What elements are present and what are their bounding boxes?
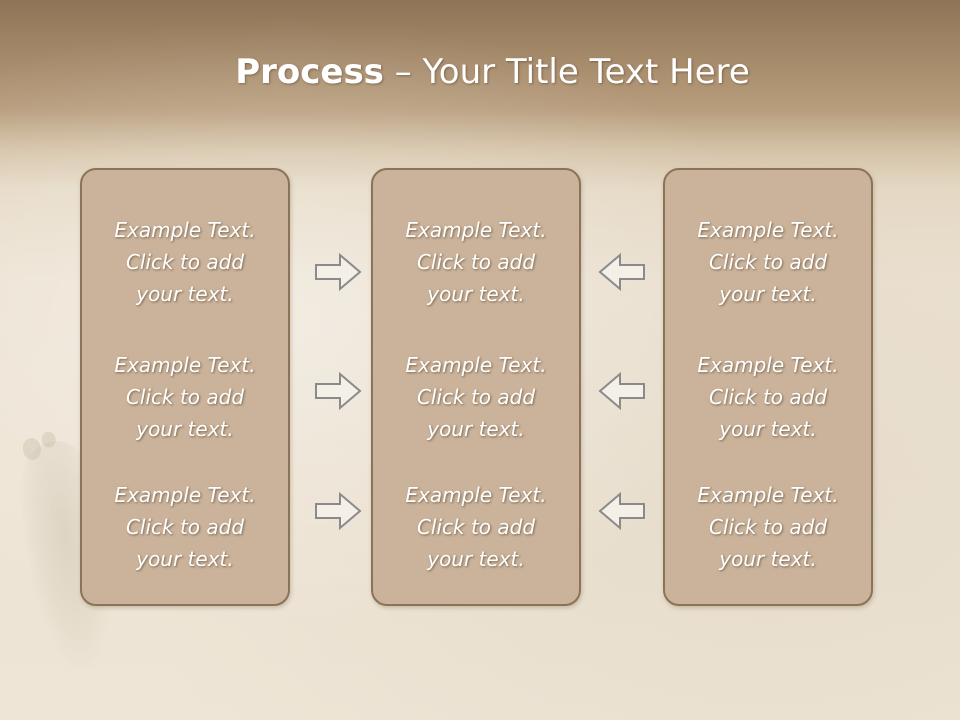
- text-placeholder[interactable]: Example Text. Click to add your text.: [405, 218, 547, 306]
- left-arrow-icon: [598, 371, 646, 411]
- text-placeholder[interactable]: Example Text. Click to add your text.: [697, 483, 839, 571]
- title-rest-part: – Your Title Text Here: [383, 52, 750, 92]
- slide-title[interactable]: Process – Your Title Text Here: [0, 52, 960, 92]
- process-box-left[interactable]: Example Text. Click to add your text. Ex…: [80, 168, 290, 606]
- process-box-center[interactable]: Example Text. Click to add your text. Ex…: [371, 168, 581, 606]
- right-arrow-icon: [314, 371, 362, 411]
- right-arrow-icon: [314, 252, 362, 292]
- process-box-right[interactable]: Example Text. Click to add your text. Ex…: [663, 168, 873, 606]
- text-placeholder[interactable]: Example Text. Click to add your text.: [114, 353, 256, 441]
- text-placeholder[interactable]: Example Text. Click to add your text.: [405, 483, 547, 571]
- text-placeholder[interactable]: Example Text. Click to add your text.: [405, 353, 547, 441]
- left-arrow-icon: [598, 491, 646, 531]
- text-placeholder[interactable]: Example Text. Click to add your text.: [697, 353, 839, 441]
- text-placeholder[interactable]: Example Text. Click to add your text.: [114, 483, 256, 571]
- right-arrow-icon: [314, 491, 362, 531]
- title-bold-part: Process: [235, 52, 384, 92]
- left-arrow-icon: [598, 252, 646, 292]
- text-placeholder[interactable]: Example Text. Click to add your text.: [114, 218, 256, 306]
- text-placeholder[interactable]: Example Text. Click to add your text.: [697, 218, 839, 306]
